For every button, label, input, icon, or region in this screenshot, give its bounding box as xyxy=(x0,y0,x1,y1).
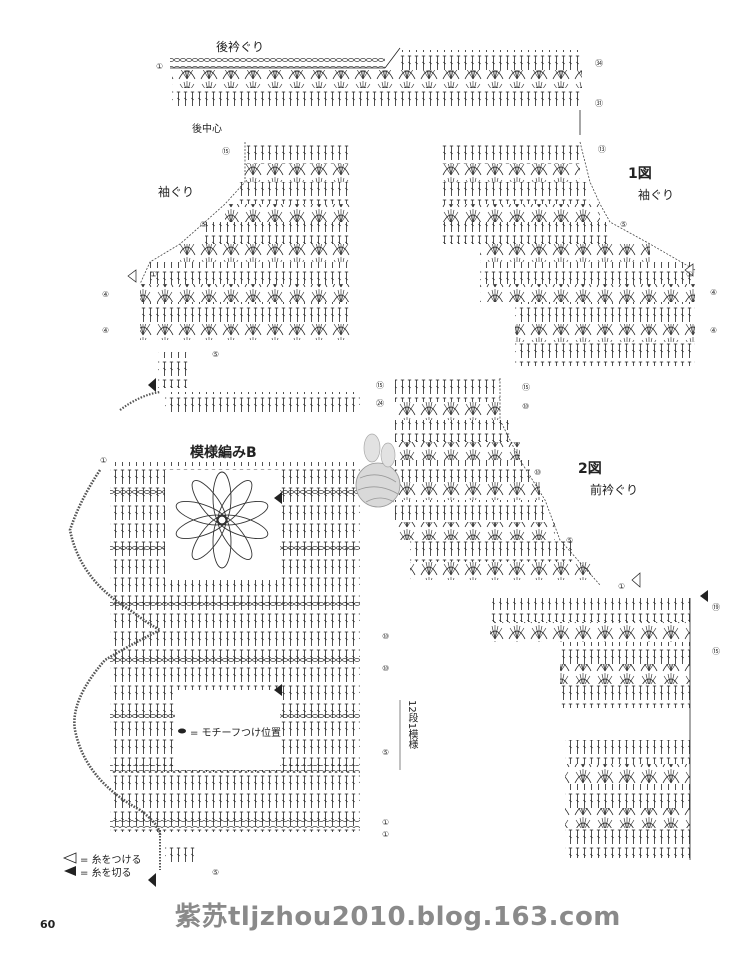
pattern-b-panel xyxy=(68,392,401,870)
row-marker: ① xyxy=(686,270,694,279)
row-marker: ㉔ xyxy=(376,399,384,408)
motif-position-marker xyxy=(178,728,186,734)
watermark: 紫苏tljzhou2010.blog.163.com xyxy=(175,902,621,932)
front-neckline-label: 前衿ぐり xyxy=(590,483,639,497)
back-yoke xyxy=(170,47,582,135)
row-marker: ④ xyxy=(710,288,718,297)
row-marker: ⑮ xyxy=(222,147,230,156)
flower-motif-icon xyxy=(175,471,269,569)
pattern-b-label: 模様編みB xyxy=(190,445,257,461)
repeat-label: 12段1模様 xyxy=(406,700,417,750)
row-marker: ① xyxy=(618,582,626,591)
figure-2-label: 2図 xyxy=(578,461,602,477)
row-marker: ④ xyxy=(102,290,110,299)
attach-yarn-label: = 糸をつける xyxy=(80,855,142,866)
row-marker: ⑬ xyxy=(598,145,606,154)
row-marker: ⑮ xyxy=(522,383,530,392)
row-marker: ④ xyxy=(102,326,110,335)
row-marker: ⑩ xyxy=(382,632,390,641)
motif-position-label: = モチーフつけ位置 xyxy=(190,728,281,739)
figure-1-label: 1図 xyxy=(628,166,652,182)
armhole-left-label: 袖ぐり xyxy=(158,185,195,199)
row-marker: ⑤ xyxy=(620,220,628,229)
row-marker: ㉛ xyxy=(595,99,603,108)
row-marker: ⑤ xyxy=(200,220,208,229)
row-marker: ⑮ xyxy=(712,647,720,656)
cut-yarn-label: = 糸を切る xyxy=(80,868,132,879)
row-marker: ⑩ xyxy=(522,402,530,411)
attach-yarn-symbol xyxy=(62,852,77,864)
row-marker: ① xyxy=(156,62,164,71)
row-marker: ⑩ xyxy=(534,468,542,477)
row-marker: ⑲ xyxy=(712,603,720,612)
page-number: 60 xyxy=(40,918,56,931)
row-marker: ① xyxy=(150,270,158,279)
back-center-label: 後中心 xyxy=(192,124,222,135)
row-marker: ⑤ xyxy=(212,350,220,359)
row-marker: ① xyxy=(382,818,390,827)
back-neckline-label: 後衿ぐり xyxy=(216,40,265,54)
row-marker: ⑮ xyxy=(376,381,384,390)
row-marker: ㉞ xyxy=(595,59,603,68)
row-marker: ① xyxy=(100,456,108,465)
row-marker: ⑤ xyxy=(566,536,574,545)
row-marker: ⑤ xyxy=(382,748,390,757)
left-shoulder-strap xyxy=(119,352,190,411)
row-marker: ④ xyxy=(710,326,718,335)
row-marker: ① xyxy=(382,830,390,839)
right-armhole-section xyxy=(440,141,696,366)
armhole-right-label: 袖ぐり xyxy=(638,188,675,202)
cut-yarn-symbol xyxy=(64,866,76,876)
left-armhole-section xyxy=(139,142,350,340)
yarn-ball-icon xyxy=(355,433,401,508)
row-marker: ⑩ xyxy=(382,664,390,673)
row-marker: ⑤ xyxy=(212,868,220,877)
front-neckline-section xyxy=(395,378,691,860)
